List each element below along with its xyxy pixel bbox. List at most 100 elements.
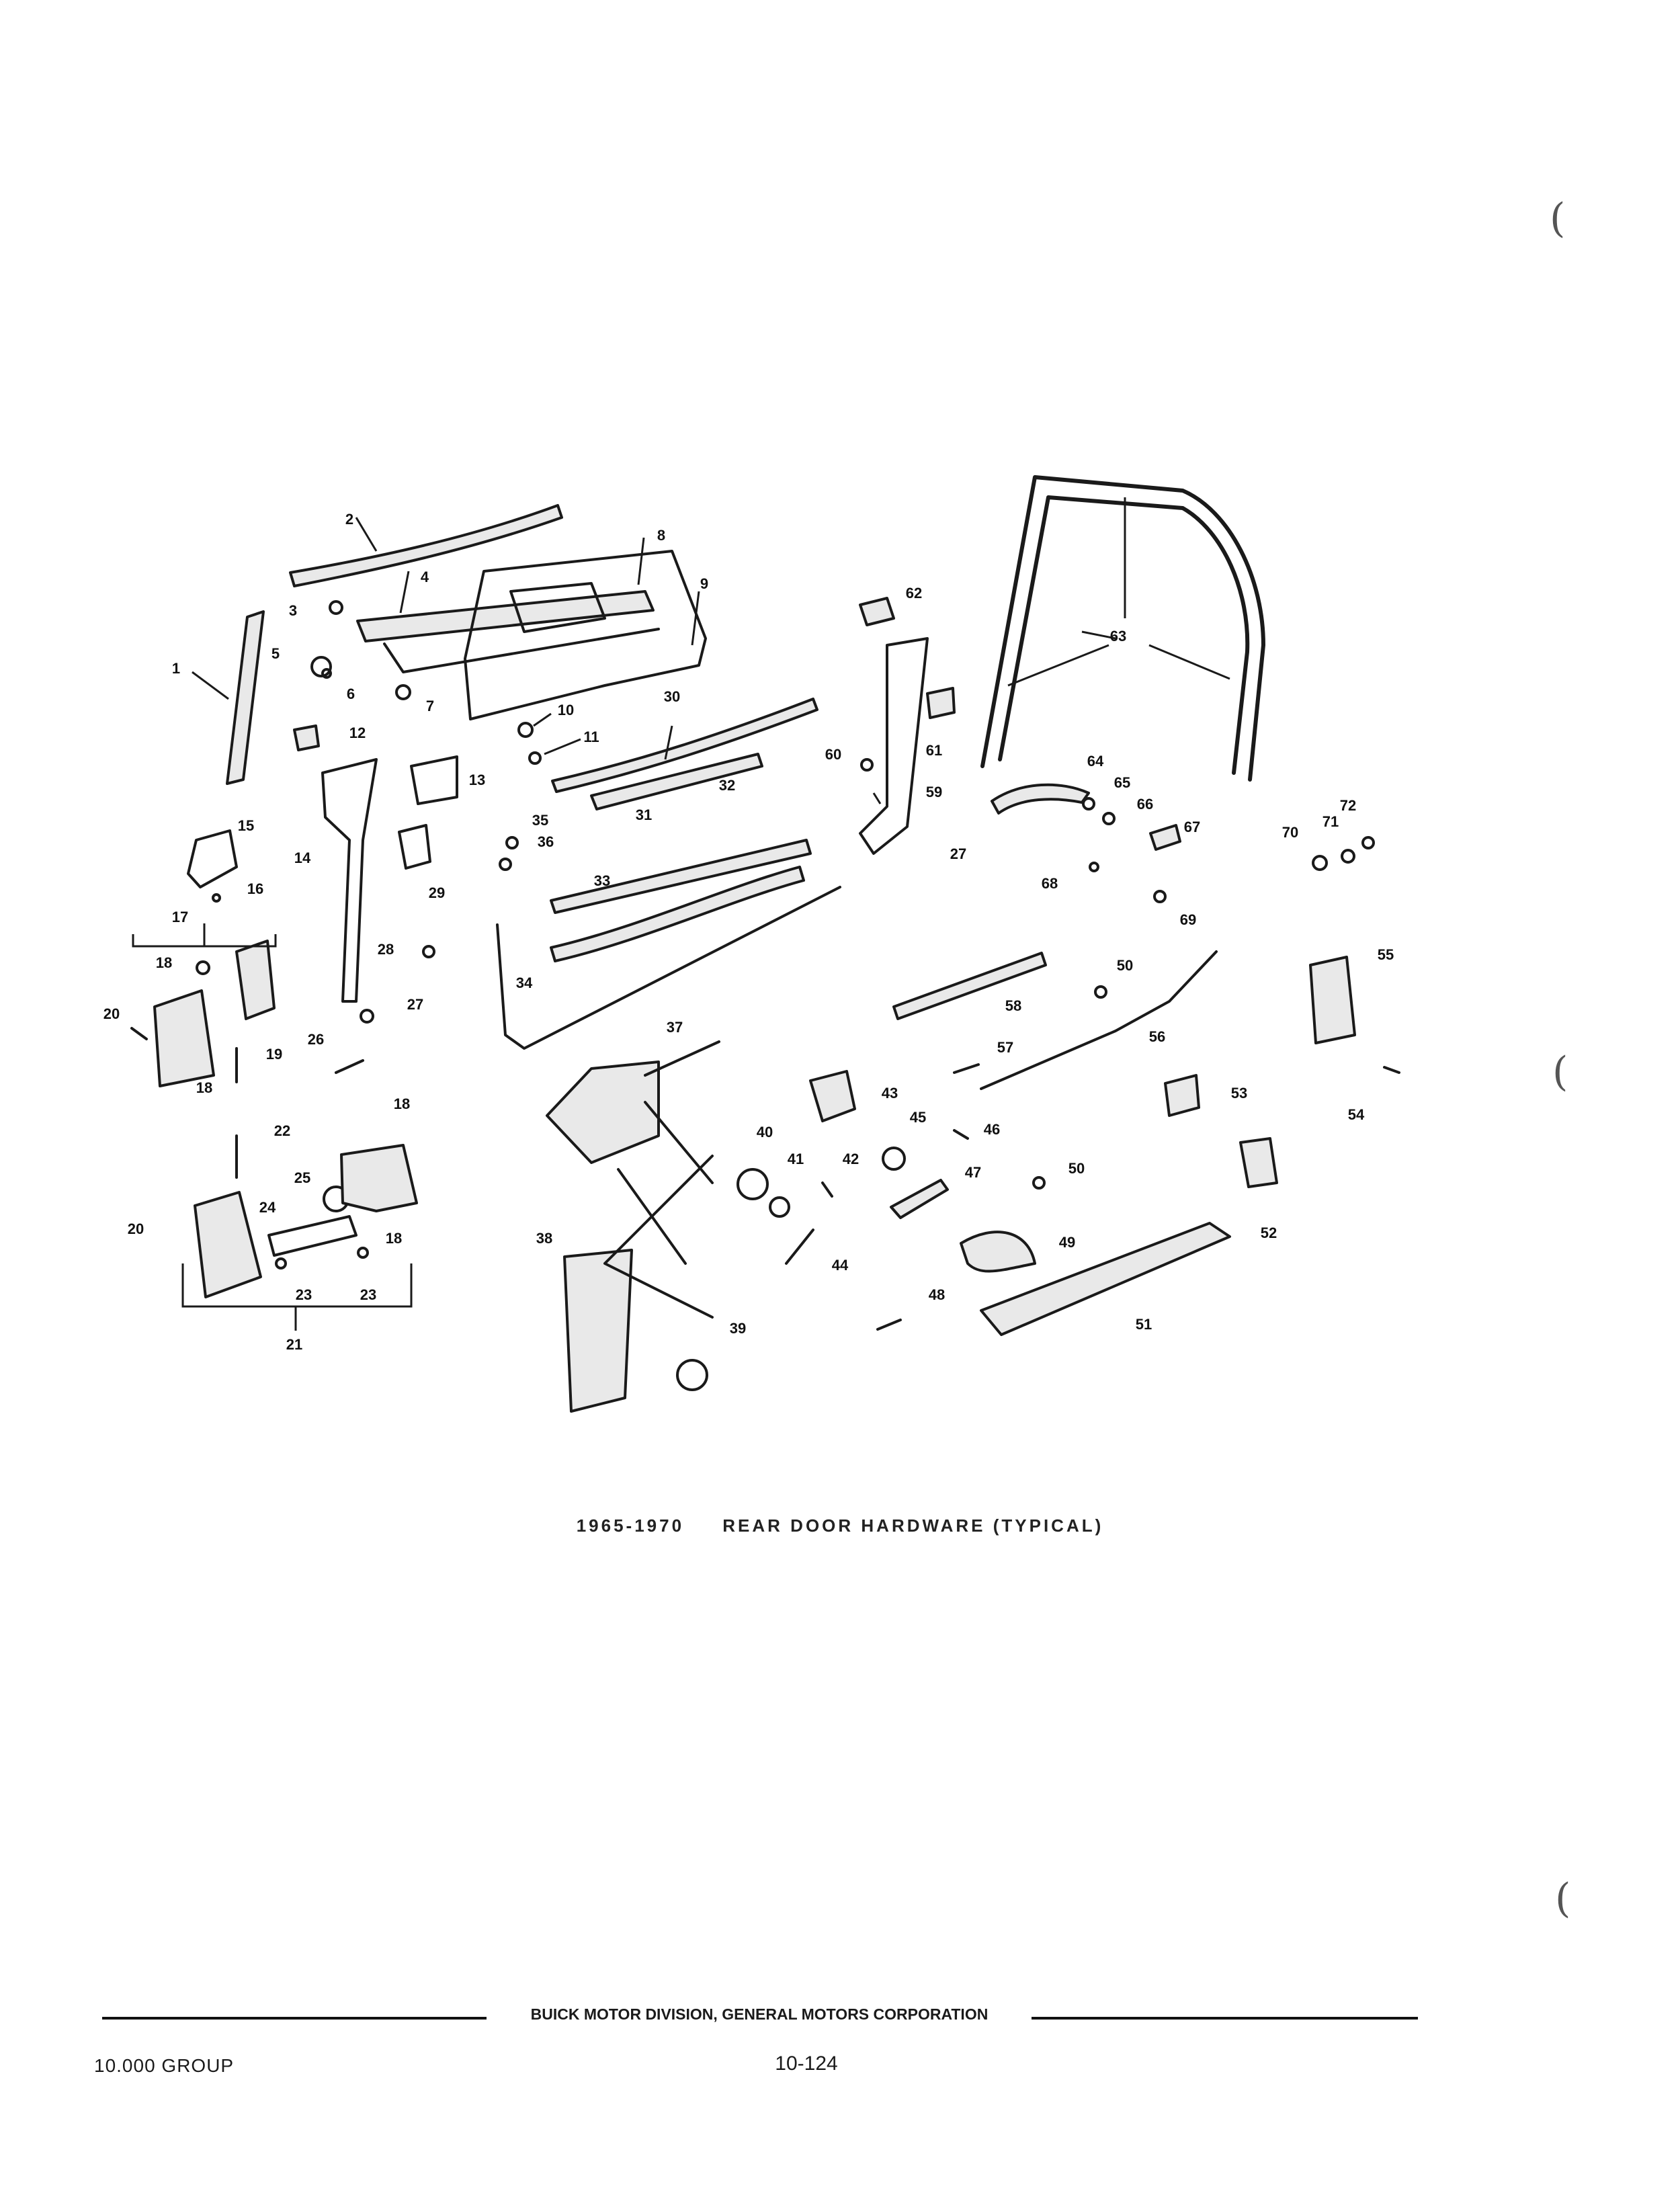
part-49-handle — [960, 1231, 1036, 1273]
part-11-washer — [528, 751, 542, 765]
callout-49: 49 — [1059, 1234, 1075, 1251]
callout-2: 2 — [345, 511, 353, 528]
callout-7: 7 — [426, 698, 434, 714]
callout-37: 37 — [667, 1019, 683, 1036]
part-36-washer — [499, 858, 512, 871]
part-5-bushing — [310, 656, 332, 677]
callout-13: 13 — [469, 772, 485, 788]
callout-61: 61 — [926, 742, 942, 759]
part-6-nut — [321, 668, 332, 679]
part-37-regulator — [546, 1061, 660, 1164]
callout-40: 40 — [757, 1124, 773, 1140]
callout-21: 21 — [286, 1336, 302, 1353]
margin-mark-top: ( — [1550, 195, 1566, 242]
part-56-rod — [980, 950, 1218, 1090]
part-23-rivet — [275, 1257, 287, 1270]
part-35-screw — [505, 836, 519, 849]
part-7-stop — [395, 684, 411, 700]
part-42-clip — [821, 1181, 833, 1198]
caption-years: 1965-1970 — [576, 1515, 685, 1536]
caption-title: REAR DOOR HARDWARE (TYPICAL) — [722, 1515, 1104, 1536]
part-57-clip — [953, 1063, 980, 1074]
part-10-washer — [517, 722, 534, 738]
part-38-arms — [603, 1155, 714, 1319]
callout-30: 30 — [664, 688, 680, 705]
callout-11: 11 — [583, 729, 599, 745]
callout-56: 56 — [1149, 1028, 1165, 1045]
callout-24: 24 — [259, 1199, 276, 1216]
part-65-gasket — [1082, 797, 1095, 810]
callout-31: 31 — [636, 806, 652, 823]
callout-22: 22 — [274, 1122, 290, 1139]
callout-6: 6 — [347, 685, 355, 702]
callout-41: 41 — [788, 1151, 804, 1167]
part-67-escutcheon — [1149, 824, 1181, 851]
callout-59: 59 — [926, 784, 942, 800]
callout-8: 8 — [657, 527, 665, 544]
callout-25: 25 — [294, 1169, 310, 1186]
part-30-strip — [551, 698, 818, 793]
part-20-screw — [130, 1027, 148, 1040]
callout-63: 63 — [1110, 628, 1126, 645]
callout-35: 35 — [532, 812, 548, 829]
callout-52: 52 — [1261, 1224, 1277, 1241]
part-3-screw — [329, 600, 343, 615]
part-53-striker — [1164, 1074, 1200, 1117]
part-4-sash-lower — [383, 628, 660, 673]
part-62-cap — [859, 597, 895, 626]
bracket-21 — [181, 1263, 413, 1331]
callout-15: 15 — [238, 817, 254, 834]
callout-48: 48 — [929, 1286, 945, 1303]
margin-mark-bottom: ( — [1555, 1875, 1571, 1922]
callout-18b: 18 — [196, 1079, 212, 1096]
part-66-spring — [1102, 812, 1116, 825]
part-72-ring — [1361, 836, 1375, 849]
callout-10: 10 — [558, 702, 574, 718]
part-54-bumper — [1383, 1066, 1400, 1074]
callout-3: 3 — [289, 602, 297, 619]
callout-55: 55 — [1378, 946, 1394, 963]
callout-27b: 27 — [950, 845, 966, 862]
part-71-washer — [1341, 849, 1355, 864]
part-69-screw — [1153, 890, 1167, 903]
part-21-housing — [194, 1191, 262, 1298]
callout-44: 44 — [832, 1257, 849, 1274]
callout-57: 57 — [997, 1039, 1013, 1056]
callout-16: 16 — [247, 880, 263, 897]
part-15-spacer — [187, 829, 238, 888]
part-27-screw — [360, 1009, 374, 1024]
part-16-pin — [212, 893, 221, 903]
part-33-channel — [550, 866, 805, 962]
part-31-strip — [590, 753, 763, 810]
callout-17: 17 — [172, 909, 188, 925]
part-47-handle — [890, 1179, 949, 1219]
part-2-strip — [289, 504, 563, 587]
part-61-bracket — [926, 687, 956, 719]
part-55-lock — [1309, 956, 1356, 1044]
part-1-channel — [226, 610, 265, 785]
part-51-sill-plate — [980, 1222, 1231, 1336]
bracket-17 — [132, 923, 277, 948]
part-14-guide — [321, 758, 378, 1003]
callouts: 1 2 3 4 5 6 7 8 9 10 11 12 13 14 15 16 1… — [103, 511, 1394, 1353]
part-58-rod — [892, 952, 1047, 1020]
callout-64: 64 — [1087, 753, 1104, 770]
callout-36: 36 — [538, 833, 554, 850]
callout-27: 27 — [407, 996, 423, 1013]
part-39-housing — [676, 1359, 708, 1391]
part-24-lever — [267, 1215, 358, 1257]
footer-group: 10.000 GROUP — [94, 2055, 235, 2076]
callout-67: 67 — [1184, 819, 1200, 835]
callout-32: 32 — [719, 777, 735, 794]
part-59-channel — [859, 637, 929, 855]
callout-38: 38 — [536, 1230, 552, 1247]
callout-1: 1 — [172, 660, 180, 677]
callout-58: 58 — [1005, 997, 1021, 1014]
part-26-bolt — [335, 1059, 364, 1074]
callout-60: 60 — [825, 746, 841, 763]
callout-5: 5 — [271, 645, 280, 662]
callout-50b: 50 — [1068, 1160, 1085, 1177]
part-68-clip — [1089, 862, 1099, 872]
part-52-switch — [1239, 1137, 1278, 1188]
